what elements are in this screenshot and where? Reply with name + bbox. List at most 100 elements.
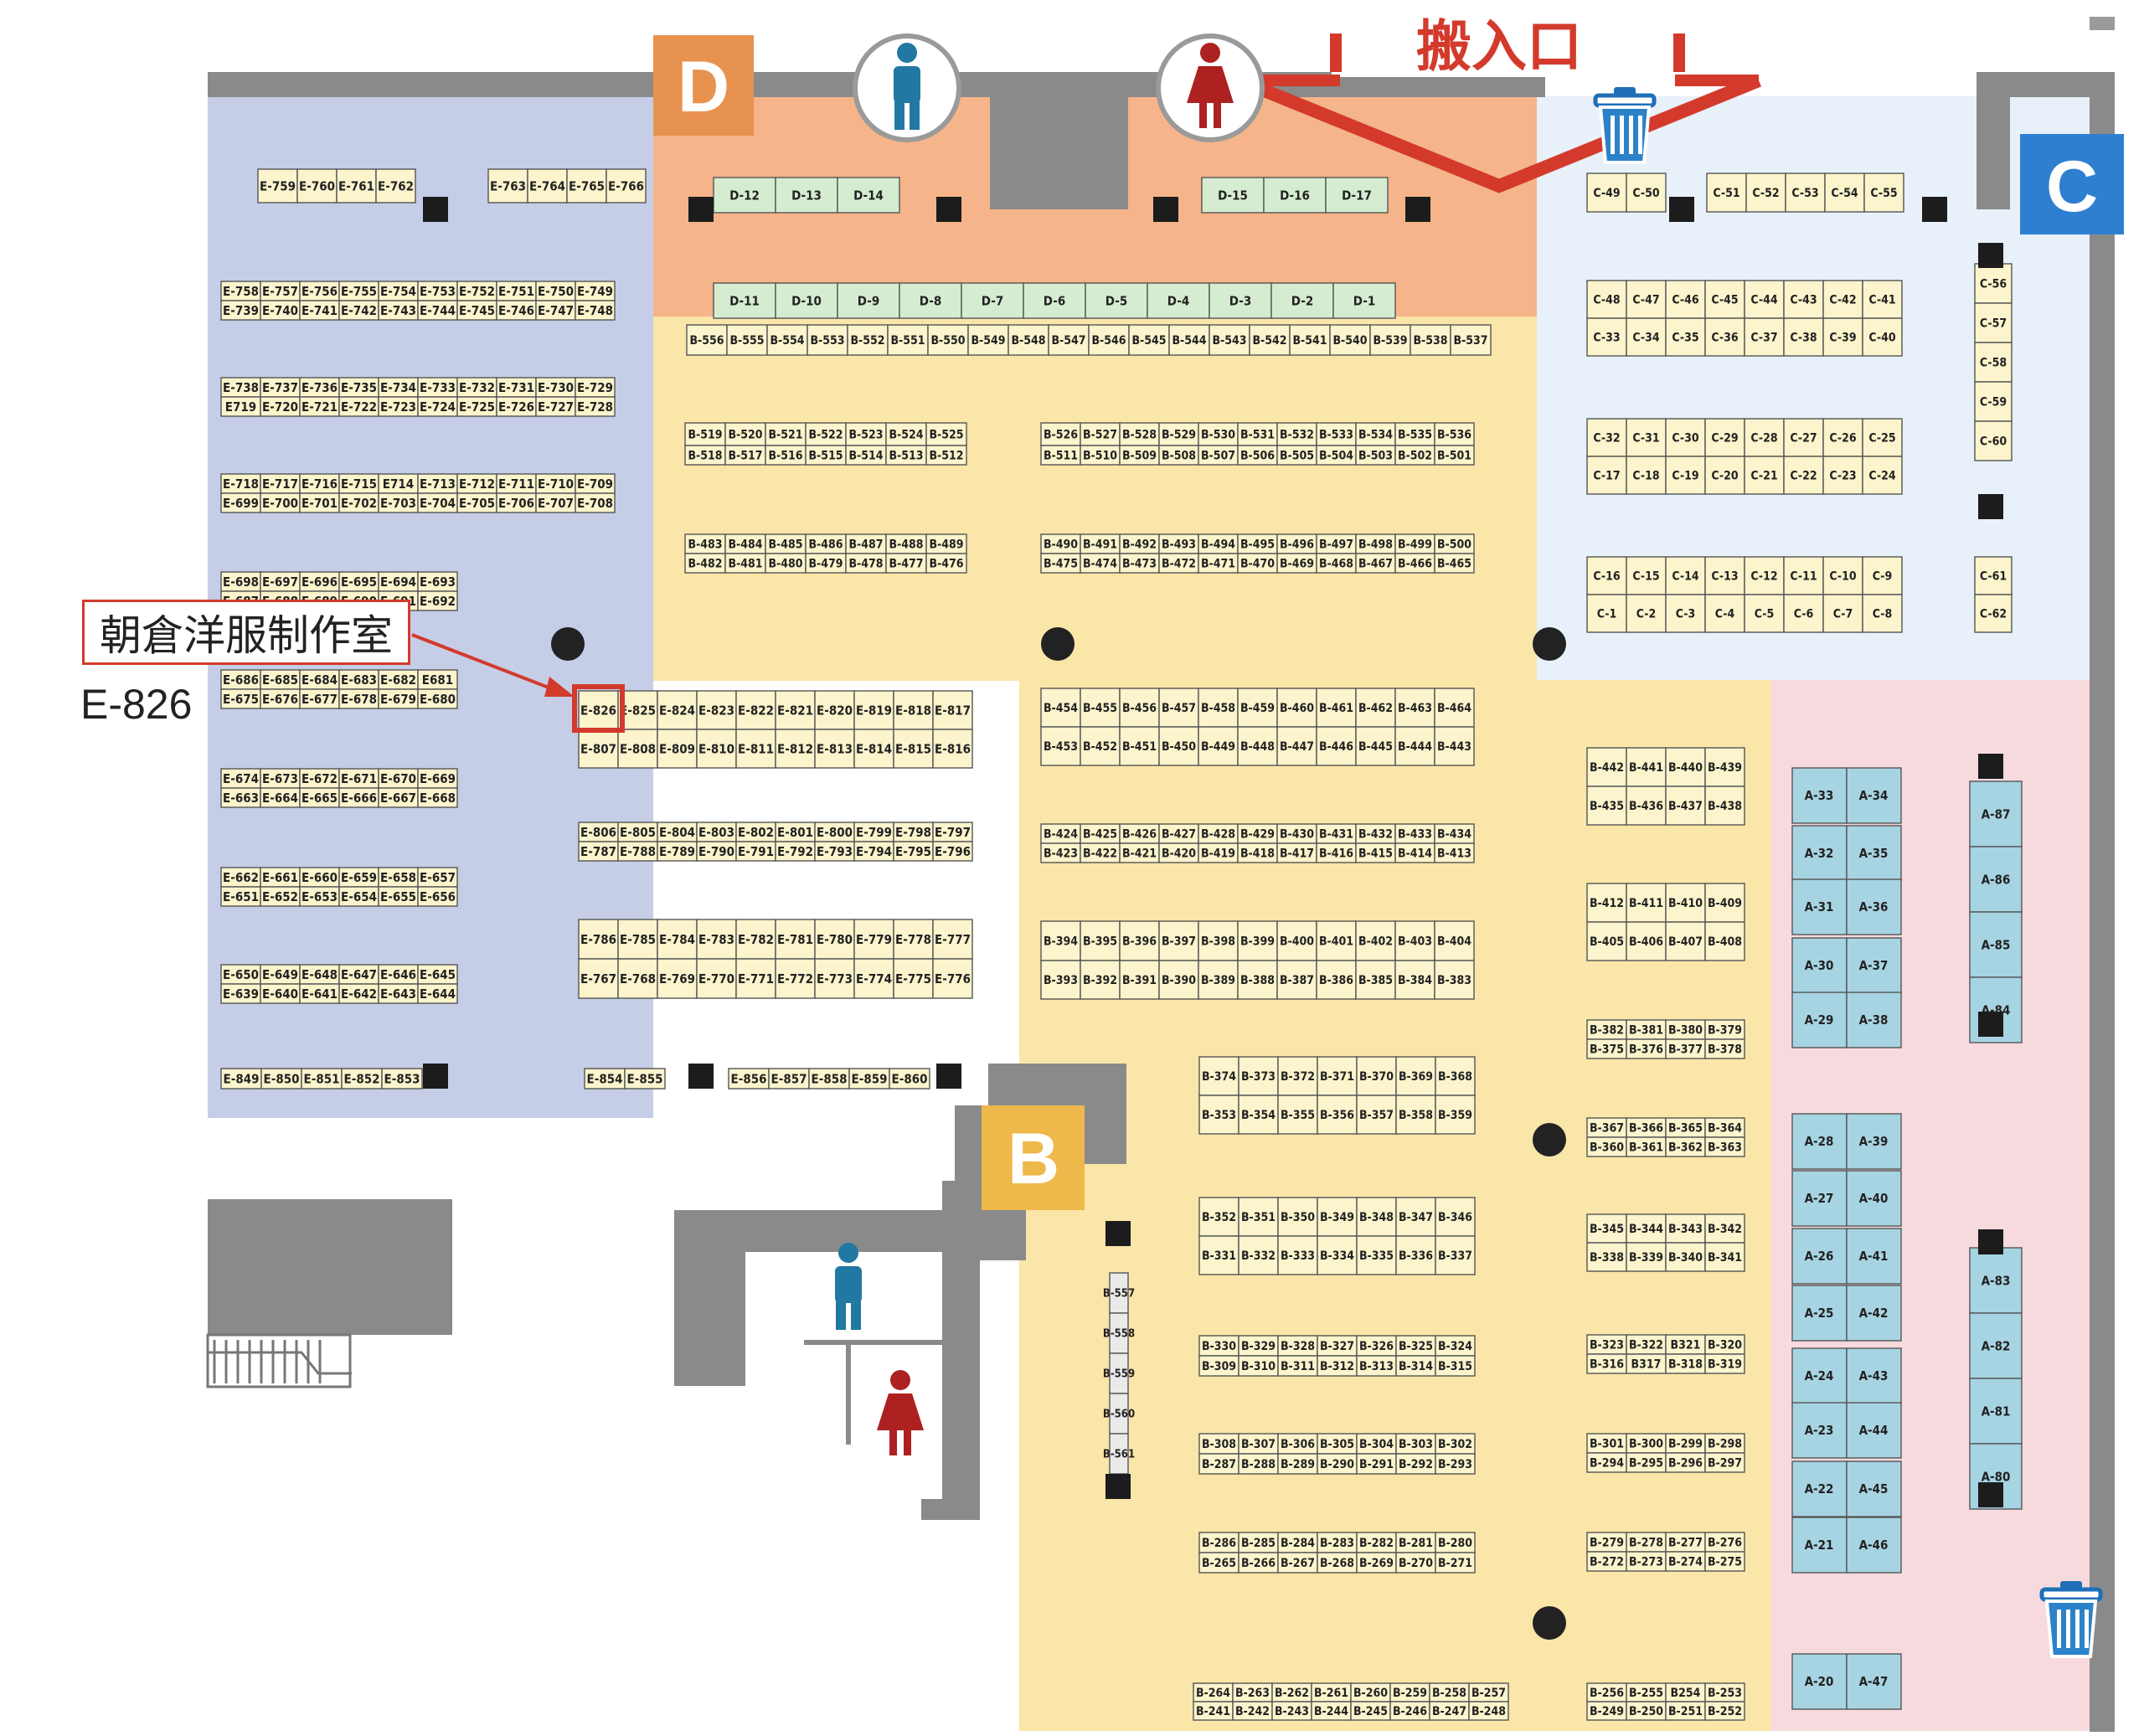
booth-E-849: E-849 [220,1068,262,1090]
booth-B-495: B-495 [1237,533,1278,554]
booth-E-683: E-683 [338,669,379,690]
svg-text:B-555: B-555 [729,334,764,348]
booth-A-39: A-39 [1846,1113,1902,1170]
svg-text:B-375: B-375 [1590,1043,1624,1057]
booth-B-365: B-365 [1665,1117,1706,1138]
booth-B-247: B-247 [1429,1701,1470,1721]
booth-E-765: E-765 [566,168,607,203]
booth-E-709: E-709 [575,473,616,494]
svg-text:B-338: B-338 [1590,1251,1624,1265]
booth-B-391: B-391 [1119,960,1160,1000]
svg-text:E-819: E-819 [856,703,892,718]
svg-text:B-559: B-559 [1103,1368,1135,1381]
svg-text:B-413: B-413 [1437,847,1471,861]
booth-E-652: E-652 [260,886,301,907]
booth-B-424: B-424 [1040,823,1081,844]
booth-E-639: E-639 [220,983,261,1004]
svg-text:B-337: B-337 [1438,1249,1472,1263]
booth-B-290: B-290 [1317,1453,1358,1475]
booth-B-427: B-427 [1158,823,1199,844]
column-block-icon [936,197,961,222]
svg-text:C-19: C-19 [1672,470,1698,483]
booth-E-707: E-707 [535,492,576,513]
svg-text:B-262: B-262 [1275,1687,1309,1700]
svg-text:E-640: E-640 [262,986,298,1002]
booth-B-286: B-286 [1198,1532,1240,1553]
booth-B-453: B-453 [1040,726,1081,766]
svg-text:E-659: E-659 [341,870,377,885]
booth-E714: E714 [378,473,419,494]
svg-text:C-25: C-25 [1868,432,1895,446]
booth-B-385: B-385 [1355,960,1396,1000]
svg-text:B-352: B-352 [1202,1211,1236,1224]
svg-text:C-14: C-14 [1672,570,1699,584]
svg-text:E-676: E-676 [262,692,298,707]
svg-text:C-10: C-10 [1829,570,1857,584]
callout-leader-line [411,633,560,693]
zone-b-badge [982,1105,1085,1210]
svg-text:D-15: D-15 [1218,188,1248,203]
booth-E-763: E-763 [487,168,528,203]
booth-E-755: E-755 [338,281,379,301]
booth-E-669: E-669 [417,768,458,789]
svg-text:B-453: B-453 [1044,740,1078,754]
booth-C-14: C-14 [1665,556,1706,595]
column-block-icon [1922,197,1947,222]
svg-text:B-424: B-424 [1044,828,1078,842]
svg-text:B-560: B-560 [1103,1409,1135,1421]
svg-text:E-857: E-857 [771,1071,807,1086]
svg-text:C-23: C-23 [1829,470,1856,483]
svg-text:B-299: B-299 [1668,1438,1703,1451]
booth-E-810: E-810 [696,729,737,769]
svg-text:E-651: E-651 [223,889,259,904]
svg-text:A-85: A-85 [1982,937,2011,952]
booth-D-7: D-7 [961,282,1024,319]
booth-B-508: B-508 [1158,445,1199,466]
booth-B-459: B-459 [1237,688,1278,728]
booth-B-554: B-554 [766,324,808,356]
booth-C-31: C-31 [1626,418,1667,457]
svg-text:B-526: B-526 [1044,429,1078,442]
booth-B-296: B-296 [1665,1452,1706,1473]
svg-text:B-288: B-288 [1241,1458,1276,1471]
booth-B-283: B-283 [1317,1532,1358,1553]
booth-E-821: E-821 [775,690,816,730]
booth-E-692: E-692 [417,590,458,611]
booth-B-479: B-479 [805,553,847,574]
svg-text:A-37: A-37 [1859,958,1889,973]
booth-B-252: B-252 [1704,1701,1745,1721]
svg-text:B-329: B-329 [1241,1340,1276,1353]
svg-text:B-545: B-545 [1131,334,1166,348]
svg-text:B-251: B-251 [1668,1705,1703,1718]
booth-E-675: E-675 [220,688,261,709]
svg-text:E-704: E-704 [420,496,456,511]
svg-text:E-678: E-678 [341,692,377,707]
svg-text:B-459: B-459 [1240,702,1275,715]
svg-text:E-808: E-808 [620,741,656,756]
booth-B-322: B-322 [1626,1334,1667,1355]
booth-E-729: E-729 [575,377,616,398]
svg-text:D-11: D-11 [729,293,760,308]
booth-E681: E681 [417,669,458,690]
svg-text:B-349: B-349 [1320,1211,1354,1224]
svg-text:E-757: E-757 [262,284,298,299]
booth-C-27: C-27 [1783,418,1824,457]
svg-text:B-286: B-286 [1202,1537,1236,1550]
svg-text:B-242: B-242 [1235,1705,1270,1718]
booth-D-1: D-1 [1332,282,1396,319]
booth-B-337: B-337 [1435,1235,1476,1275]
svg-text:E-789: E-789 [659,844,695,859]
svg-text:E-752: E-752 [459,284,495,299]
svg-text:B-366: B-366 [1629,1122,1663,1136]
booth-E-813: E-813 [814,729,855,769]
booth-A-34: A-34 [1846,767,1902,824]
booth-B-263: B-263 [1232,1682,1273,1703]
svg-text:A-20: A-20 [1805,1674,1834,1689]
svg-text:B-541: B-541 [1292,334,1327,348]
svg-text:C-32: C-32 [1593,432,1620,446]
booth-B-326: B-326 [1356,1335,1397,1357]
svg-text:B-428: B-428 [1201,828,1235,842]
booth-B-300: B-300 [1626,1433,1667,1454]
svg-text:E-647: E-647 [341,967,377,982]
